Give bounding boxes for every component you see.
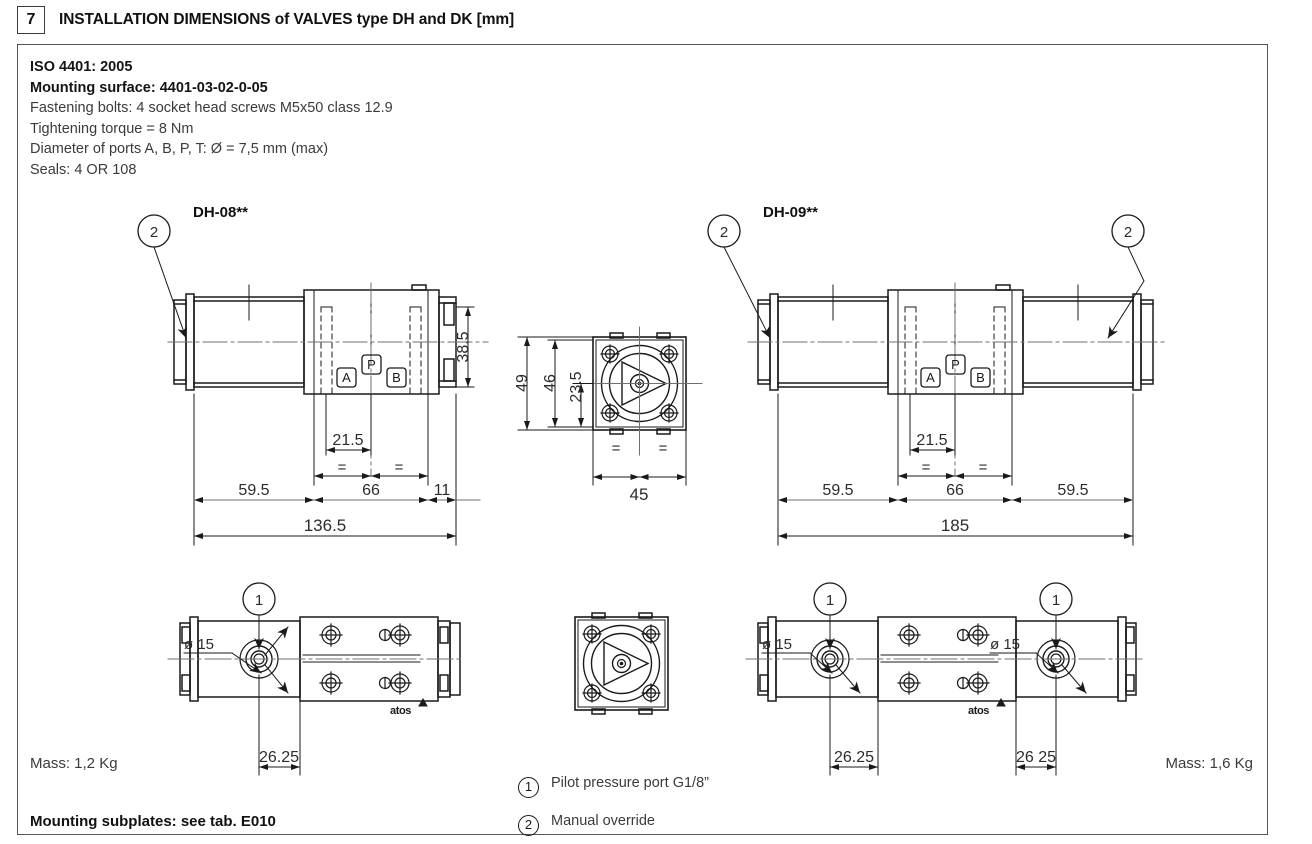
spec-port-diameter: Diameter of ports A, B, P, T: Ø = 7,5 mm… xyxy=(30,141,329,158)
dh08-eq-left: = xyxy=(338,459,347,476)
dh08-dim-11-text: 11 xyxy=(434,482,451,499)
dh09-plan-view xyxy=(745,616,1144,702)
dh09-dim-59-5-right-text: 59.5 xyxy=(1057,482,1088,499)
dh09-dim-26-25-left-text: 26.25 xyxy=(834,749,874,766)
dh09-port-b-label: B xyxy=(976,370,985,385)
spec-seals: Seals: 4 OR 108 xyxy=(30,161,137,178)
front-dim-46-text: 46 xyxy=(542,374,559,392)
dh09-diameter-leader-right xyxy=(989,652,1059,674)
dh09-atos-triangle-icon xyxy=(996,697,1006,707)
dh09-diameter-right-text: ø 15 xyxy=(990,636,1020,653)
dh09-dim-66-text: 66 xyxy=(946,482,964,499)
dh09-port-a-label: A xyxy=(926,370,935,385)
dh09-dim-26-25-left xyxy=(829,674,879,776)
dh09-atos-logo: atos xyxy=(968,705,989,717)
dh08-plan-balloon-1-number: 1 xyxy=(255,592,263,609)
dh09-dim-59-5-left-text: 59.5 xyxy=(822,482,853,499)
dh08-elevation-view xyxy=(167,282,489,476)
specification-block: ISO 4401: 2005 Mounting surface: 4401-03… xyxy=(30,57,393,181)
dh09-balloon-2-right xyxy=(1107,214,1145,339)
legend-item-2: 2 Manual override xyxy=(518,813,655,836)
dh08-plan-view xyxy=(167,616,464,702)
spec-fastening-bolts: Fastening bolts: 4 socket head screws M5… xyxy=(30,100,393,117)
legend-balloon-2: 2 xyxy=(518,815,539,836)
front-elevation-view xyxy=(577,326,703,456)
spec-mounting-surface: Mounting surface: 4401-03-02-0-05 xyxy=(30,79,268,96)
legend-item-1: 1 Pilot pressure port G1/8” xyxy=(518,775,709,798)
dh09-eq-left: = xyxy=(922,459,931,476)
dh09-balloon-2-right-number: 2 xyxy=(1124,224,1132,241)
dh08-balloon-2 xyxy=(137,214,188,339)
dh08-title: DH-08** xyxy=(193,204,248,221)
spec-tightening-torque: Tightening torque = 8 Nm xyxy=(30,120,194,137)
dh08-dim-26-25 xyxy=(258,674,301,776)
dh08-plan-balloon-1 xyxy=(242,582,276,650)
dh09-plan-balloon-1-left-number: 1 xyxy=(826,592,834,609)
dh08-dim-59-5-text: 59.5 xyxy=(238,482,269,499)
dh08-atos-logo: atos xyxy=(390,705,411,717)
technical-drawing: A P B xyxy=(137,204,1169,776)
dh09-dim-26-25-right xyxy=(1015,674,1057,776)
dh09-balloon-2-left xyxy=(707,214,771,339)
dh08-dim-66-text: 66 xyxy=(362,482,380,499)
dh08-dim-height xyxy=(438,306,475,388)
dh09-dim-26-25-right-text: 26 25 xyxy=(1016,749,1056,766)
front-plan-view xyxy=(574,612,669,715)
front-dim-49-text: 49 xyxy=(514,374,531,392)
dh08-dim-overall xyxy=(193,393,481,546)
dh08-diameter-leader xyxy=(183,652,262,674)
dh09-title: DH-09** xyxy=(763,204,818,221)
dh09-plan-balloon-1-right xyxy=(1039,582,1073,650)
dh09-dim-overall xyxy=(777,393,1134,546)
front-dim-23-5-text: 23.5 xyxy=(568,371,585,402)
legend-text-1: Pilot pressure port G1/8” xyxy=(551,775,709,791)
dh09-balloon-2-left-number: 2 xyxy=(720,224,728,241)
front-eq-left: = xyxy=(612,440,621,457)
spec-iso: ISO 4401: 2005 xyxy=(30,59,133,75)
dh08-mass-label: Mass: 1,2 Kg xyxy=(30,755,118,772)
dh09-port-p-label: P xyxy=(951,357,960,372)
dh09-dim-total-text: 185 xyxy=(941,516,969,535)
dh08-dim-38-5-text: 38.5 xyxy=(455,331,472,362)
dh08-dim-21-5 xyxy=(325,393,372,456)
front-dims xyxy=(517,336,687,486)
mounting-subplates-note: Mounting subplates: see tab. E010 xyxy=(30,813,276,830)
legend-balloon-1: 1 xyxy=(518,777,539,798)
section-number-box: 7 xyxy=(17,6,45,34)
dh09-dim-66 xyxy=(897,393,1013,486)
front-dim-45-text: 45 xyxy=(630,485,649,504)
dh09-elevation-view xyxy=(747,282,1169,476)
dh09-diameter-left-text: ø 15 xyxy=(762,636,792,653)
dh08-port-a-label: A xyxy=(342,370,351,385)
page-title: INSTALLATION DIMENSIONS of VALVES type D… xyxy=(59,11,515,28)
dh09-diameter-leader-left xyxy=(761,652,833,674)
dh08-dim-66 xyxy=(313,393,429,486)
dh09-dim-21-5-text: 21.5 xyxy=(916,432,947,449)
dh08-dim-26-25-text: 26.25 xyxy=(259,749,299,766)
dh08-port-p-label: P xyxy=(367,357,376,372)
dh09-plan-balloon-1-right-number: 1 xyxy=(1052,592,1060,609)
dh08-atos-triangle-icon xyxy=(418,697,428,707)
front-eq-right: = xyxy=(659,440,668,457)
dh08-diameter-text: ø 15 xyxy=(184,636,214,653)
dh08-dim-21-5-text: 21.5 xyxy=(332,432,363,449)
dh09-plan-balloon-1-left xyxy=(813,582,847,650)
dh09-eq-right: = xyxy=(979,459,988,476)
page-header: 7 INSTALLATION DIMENSIONS of VALVES type… xyxy=(17,4,1268,38)
dh08-port-b-label: B xyxy=(392,370,401,385)
drawing-frame: ISO 4401: 2005 Mounting surface: 4401-03… xyxy=(17,44,1268,836)
dh09-dim-21-5 xyxy=(909,393,956,456)
dh09-mass-label: Mass: 1,6 Kg xyxy=(1165,755,1253,772)
dh08-eq-right: = xyxy=(395,459,404,476)
legend-text-2: Manual override xyxy=(551,813,655,829)
dh08-balloon-2-number: 2 xyxy=(150,224,158,241)
dh08-dim-total-text: 136.5 xyxy=(304,516,347,535)
